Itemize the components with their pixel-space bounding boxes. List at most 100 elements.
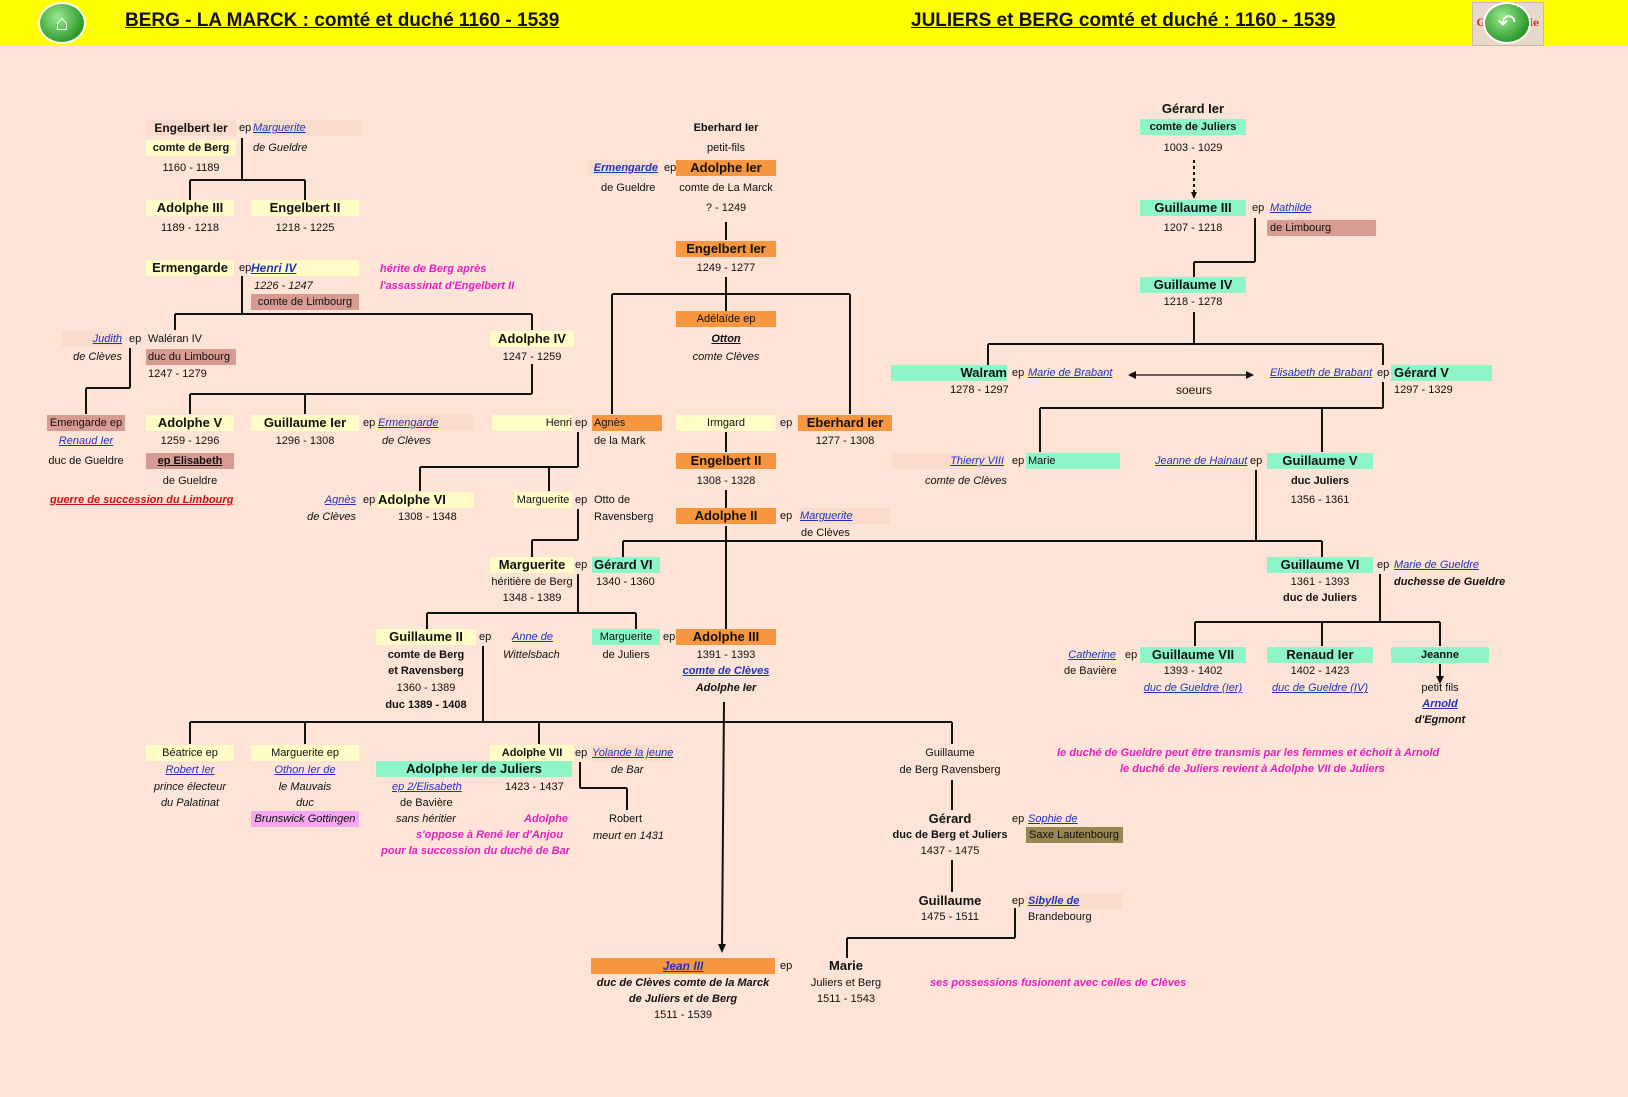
jean-3-title-1: duc de Clèves comte de la Marck	[596, 977, 770, 989]
spouse-anne-link[interactable]: Anne de	[512, 631, 553, 643]
ep-label: ep	[1252, 202, 1265, 214]
adolphe-4-dates: 1247 - 1259	[502, 351, 562, 363]
person-guillaume-1-berg: Guillaume Ier	[251, 415, 359, 431]
agnes-cleves-house: de Clèves	[307, 511, 356, 523]
gerard-berg-juliers-dates: 1437 - 1475	[920, 845, 980, 857]
ep-label: ep	[1250, 455, 1263, 467]
arnold-link[interactable]: Arnold	[1422, 698, 1458, 710]
spouse-othon-link[interactable]: Othon Ier de	[274, 764, 336, 776]
note-limbourg-war: guerre de succession du Limbourg	[50, 494, 234, 506]
spouse-marie-brabant-link[interactable]: Marie de Brabant	[1028, 367, 1113, 379]
anne-house: Wittelsbach	[503, 649, 560, 661]
spouse-robert-1-link[interactable]: Robert Ier	[165, 764, 215, 776]
spouse-judith-link[interactable]: Judith	[62, 331, 122, 347]
guillaume-5-title: duc Juliers	[1290, 475, 1350, 487]
robert-death: meurt en 1431	[593, 830, 664, 842]
adolphe-7-dates: 1423 - 1437	[505, 781, 564, 793]
ep-label: ep	[575, 494, 588, 506]
person-renaud-1-juliers: Renaud Ier	[1267, 647, 1373, 663]
spouse-marie-gueldre-link[interactable]: Marie de Gueldre	[1394, 559, 1479, 571]
person-guillaume-4-juliers: Guillaume IV	[1140, 277, 1246, 293]
marie-juliers-berg-title: Juliers et Berg	[810, 977, 882, 989]
spouse-elisabeth-baviere-link[interactable]: ep 2/Elisabeth	[392, 781, 462, 793]
marie-juliers-berg-dates: 1511 - 1543	[817, 993, 875, 1005]
spouse-thierry-8-link[interactable]: Thierry VIII	[892, 453, 1004, 469]
spouse-elisabeth-brabant-link[interactable]: Elisabeth de Brabant	[1270, 367, 1373, 379]
soeurs-label: soeurs	[1175, 383, 1213, 397]
engelbert-2-marck-dates: 1308 - 1328	[696, 475, 756, 487]
person-eberhard-top: Eberhard Ier	[693, 122, 759, 134]
ep-label: ep	[575, 747, 588, 759]
ep-label: ep	[239, 262, 252, 274]
spouse-otton-link[interactable]: Otton	[711, 333, 741, 345]
guillaume-2-duc-dates: duc 1389 - 1408	[385, 699, 467, 711]
spouse-renaud-1-link[interactable]: Renaud Ier	[58, 435, 114, 447]
renaud-1-title-link[interactable]: duc de Gueldre (IV)	[1272, 682, 1368, 694]
henri-4-dates: 1226 - 1247	[254, 280, 313, 292]
spouse-marguerite-cleves-link[interactable]: Marguerite	[800, 508, 890, 524]
spouse-ermengarde-cleves-link[interactable]: Ermengarde	[378, 415, 474, 431]
spouse-marguerite-gueldre-link[interactable]: Marguerite	[253, 120, 361, 136]
person-robert: Robert	[609, 813, 643, 825]
person-adolphe-3-marck: Adolphe III	[676, 629, 776, 645]
person-henri: Henri	[492, 415, 572, 431]
ep-label: ep	[1377, 367, 1390, 379]
beatrice-spouse-title-2: du Palatinat	[160, 797, 220, 809]
ep-label: ep	[1377, 559, 1390, 571]
renaud-1-dates: 1402 - 1423	[1290, 665, 1350, 677]
person-engelbert-2-berg: Engelbert II	[251, 200, 359, 216]
person-marie-juliers: Marie	[1026, 453, 1120, 469]
person-guillaume-3-juliers: Guillaume III	[1140, 200, 1246, 216]
marguerite-house: de Gueldre	[253, 142, 308, 154]
ep-label: ep	[1012, 813, 1025, 825]
spouse-yolande-link[interactable]: Yolande la jeune	[592, 745, 674, 761]
othon-title-1: le Mauvais	[278, 781, 332, 793]
catherine-house: de Bavière	[1064, 665, 1117, 677]
otton-title: comte Clèves	[692, 351, 760, 363]
adolphe-1-title: comte de La Marck	[679, 182, 773, 194]
comte-de-cleves-link[interactable]: comte de Clèves	[682, 665, 770, 677]
back-arrow-icon[interactable]: ↶	[1485, 4, 1529, 42]
arnold-house: d'Egmont	[1414, 714, 1466, 726]
person-gerard-5: Gérard V	[1391, 365, 1492, 381]
person-adolphe-5-berg: Adolphe V	[146, 415, 234, 431]
person-marguerite-heiress: Marguerite	[490, 557, 574, 573]
spouse-catherine-link[interactable]: Catherine	[1068, 649, 1116, 661]
spouse-sibylle-link[interactable]: Sibylle de	[1026, 893, 1122, 909]
gerard-1-title: comte de Juliers	[1140, 119, 1246, 135]
spouse-mathilde-link[interactable]: Mathilde	[1270, 202, 1312, 214]
guillaume-2-title-1: comte de Berg	[387, 649, 465, 661]
spouse-sophie-link[interactable]: Sophie de	[1028, 813, 1078, 825]
ep-label: ep	[664, 162, 677, 174]
spouse-elisabeth-link[interactable]: ep Elisabeth	[146, 453, 234, 469]
spouse-agnes-cleves-link[interactable]: Agnès	[324, 494, 356, 506]
spouse-ermengarde-gueldre-link[interactable]: Ermengarde	[588, 160, 658, 176]
person-eberhard-1-marck: Eberhard Ier	[798, 415, 892, 431]
person-marguerite-ravensberg: Marguerite	[514, 492, 572, 508]
marie-gueldre-title: duchesse de Gueldre	[1394, 576, 1506, 588]
person-guillaume-2-berg: Guillaume II	[376, 629, 476, 645]
spouse-jeanne-hainaut-link[interactable]: Jeanne de Hainaut	[1155, 455, 1248, 467]
ep-label: ep	[780, 417, 793, 429]
guillaume-7-title-link[interactable]: duc de Gueldre (Ier)	[1143, 682, 1243, 694]
no-heir-note: sans héritier	[396, 813, 456, 825]
person-jean-3-link[interactable]: Jean III	[591, 958, 775, 974]
spouse-henri-4-link[interactable]: Henri IV	[251, 260, 359, 276]
ermengarde-gueldre-house: de Gueldre	[601, 182, 656, 194]
home-icon[interactable]: ⌂	[40, 4, 84, 42]
adolphe-5-dates: 1259 - 1296	[160, 435, 220, 447]
note-adolphe: Adolphe	[524, 813, 568, 825]
jean-3-title-2: de Juliers et de Berg	[628, 993, 738, 1005]
gerard-6-dates: 1340 - 1360	[596, 576, 655, 588]
person-irmgard: Irmgard	[676, 415, 776, 431]
ep-label: ep	[575, 559, 588, 571]
note-oppose-rene: s'oppose à René Ier d'Anjou	[416, 829, 564, 841]
person-marguerite-juliers: Marguerite	[592, 629, 660, 645]
ep-label: ep	[663, 631, 676, 643]
engelbert-1-dates: 1160 - 1189	[162, 162, 220, 174]
person-marie-juliers-berg: Marie	[829, 958, 863, 973]
jeanne-grandson: petit fils	[1421, 682, 1459, 694]
header-bar	[0, 0, 1628, 46]
guillaume-2-title-2: et Ravensberg	[388, 665, 464, 677]
